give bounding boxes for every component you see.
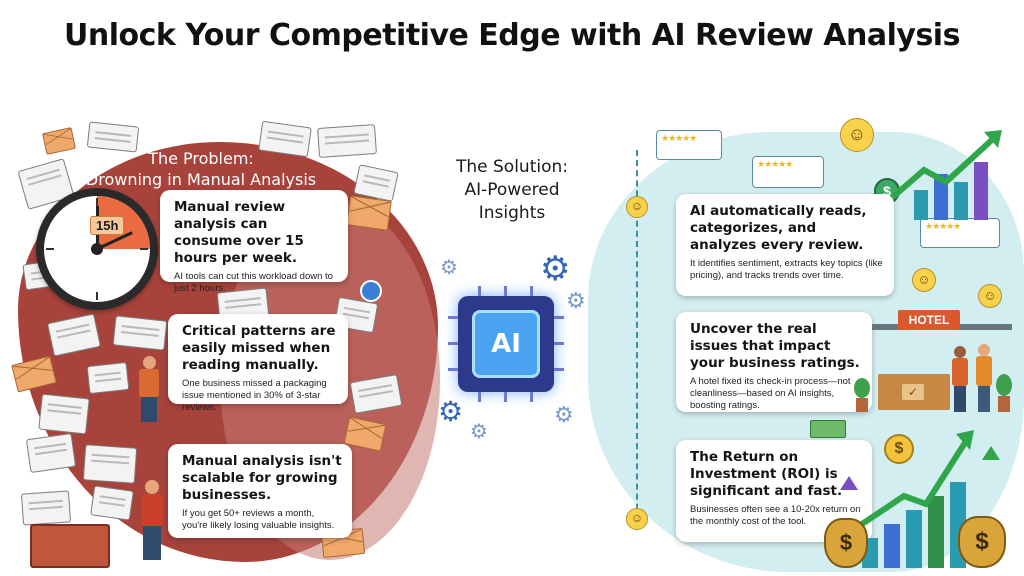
clock-center xyxy=(91,243,103,255)
hotel-sign: HOTEL xyxy=(898,310,960,330)
page-title: Unlock Your Competitive Edge with AI Rev… xyxy=(64,18,960,53)
problem-heading-line2: Drowning in Manual Analysis xyxy=(85,170,317,189)
money-bag-icon: $ xyxy=(824,518,868,568)
benefit-card-text: Businesses often see a 10-20x return on … xyxy=(690,504,861,527)
gear-icon: ⚙ xyxy=(438,396,464,427)
growth-arrow-icon xyxy=(860,430,974,527)
review-card: ★★★★★ xyxy=(920,218,1000,248)
chip-pin xyxy=(554,316,564,319)
smiley-icon: ☺ xyxy=(626,508,648,530)
problem-heading-line1: The Problem: xyxy=(148,149,254,168)
growth-arrow-icon xyxy=(892,130,1002,199)
chart-bar xyxy=(906,510,922,568)
chip-pin xyxy=(554,368,564,371)
bar-chart-icon xyxy=(914,150,1006,220)
gear-icon: ⚙ xyxy=(566,288,586,313)
chart-bar xyxy=(934,174,948,220)
review-card: ★★★★★ xyxy=(752,156,824,188)
chart-bar xyxy=(954,182,968,220)
checkmark-icon: ✓ xyxy=(902,384,924,400)
problem-card-heading: Manual review analysis can consume over … xyxy=(174,199,304,266)
person-icon xyxy=(974,344,994,412)
chip-pin xyxy=(504,392,507,402)
problem-card-3: Manual analysis isn't scalable for growi… xyxy=(168,444,352,538)
arrow-up-icon xyxy=(982,446,1000,460)
gear-icon: ⚙ xyxy=(470,421,488,443)
document-icon xyxy=(112,315,168,351)
document-icon xyxy=(25,432,77,474)
chip-pin xyxy=(448,316,458,319)
flow-path xyxy=(636,150,676,530)
benefit-card-text: A hotel fixed its check-in process—not c… xyxy=(690,376,851,411)
cash-icon xyxy=(810,420,846,438)
benefit-card-1: AI automatically reads, categorizes, and… xyxy=(676,194,894,296)
solution-heading-line2: AI-Powered xyxy=(464,180,560,200)
clock-tick xyxy=(96,198,98,206)
problem-card-text: AI tools can cut this workload down to j… xyxy=(174,271,333,294)
chip-pin xyxy=(478,286,481,296)
clock-tick xyxy=(140,248,148,250)
chip-pin xyxy=(554,342,564,345)
smiley-icon: ☺ xyxy=(840,118,874,152)
person-icon xyxy=(136,356,162,422)
problem-card-heading: Manual analysis isn't scalable for growi… xyxy=(182,453,342,503)
chip-pin xyxy=(448,368,458,371)
benefit-card-heading: AI automatically reads, categorizes, and… xyxy=(690,203,867,253)
problem-card-1: Manual review analysis can consume over … xyxy=(160,190,348,294)
ai-chip-label: AI xyxy=(472,310,540,378)
chip-pin xyxy=(530,286,533,296)
chip-pin xyxy=(530,392,533,402)
benefit-card-heading: The Return on Investment (ROI) is signif… xyxy=(690,449,843,499)
clock-label: 15h xyxy=(90,216,125,235)
envelope-icon xyxy=(346,195,392,231)
document-icon xyxy=(86,361,130,395)
solution-heading: The Solution: AI-Powered Insights xyxy=(432,156,592,225)
chip-pin xyxy=(448,342,458,345)
problem-card-heading: Critical patterns are easily missed when… xyxy=(182,323,336,373)
person-icon xyxy=(950,346,970,412)
chat-bubble-icon xyxy=(360,280,382,302)
clock-icon xyxy=(36,188,158,310)
chart-bar xyxy=(914,190,928,220)
chart-bar xyxy=(928,496,944,568)
chart-bar xyxy=(974,162,988,220)
solution-heading-line1: The Solution: xyxy=(455,157,568,177)
arrow-up-icon xyxy=(840,476,858,490)
smiley-icon: ☺ xyxy=(912,268,936,292)
document-icon xyxy=(38,393,90,435)
document-icon xyxy=(90,485,134,521)
star-rating: ★★★★★ xyxy=(925,221,961,231)
chart-bar xyxy=(884,524,900,568)
review-card: ★★★★★ xyxy=(656,130,722,160)
gear-icon: ⚙ xyxy=(540,250,571,288)
gear-icon: ⚙ xyxy=(554,402,574,427)
benefit-card-2: Uncover the real issues that impact your… xyxy=(676,312,872,412)
dollar-coin-icon: $ xyxy=(884,434,914,464)
solution-heading-line3: Insights xyxy=(478,203,546,223)
smiley-icon: ☺ xyxy=(626,196,648,218)
star-rating: ★★★★★ xyxy=(757,159,793,169)
clock-tick xyxy=(46,248,54,250)
chip-pin xyxy=(504,286,507,296)
benefit-card-heading: Uncover the real issues that impact your… xyxy=(690,321,860,371)
smiley-icon: ☺ xyxy=(978,284,1002,308)
document-icon xyxy=(82,444,138,484)
plant-icon xyxy=(994,374,1014,412)
problem-heading: The Problem: Drowning in Manual Analysis xyxy=(66,148,336,190)
problem-card-text: One business missed a packaging issue me… xyxy=(182,378,327,413)
document-icon xyxy=(20,490,72,526)
clock-tick xyxy=(96,292,98,300)
plant-icon xyxy=(852,378,872,412)
star-rating: ★★★★★ xyxy=(661,133,697,143)
person-icon xyxy=(138,480,166,560)
folder-icon xyxy=(30,524,110,568)
problem-card-text: If you get 50+ reviews a month, you're l… xyxy=(182,508,335,531)
problem-card-2: Critical patterns are easily missed when… xyxy=(168,314,348,413)
chip-pin xyxy=(478,392,481,402)
benefit-card-text: It identifies sentiment, extracts key to… xyxy=(690,258,883,281)
money-bag-icon: $ xyxy=(958,516,1006,568)
benefit-card-3: The Return on Investment (ROI) is signif… xyxy=(676,440,872,542)
ai-chip-icon: AI xyxy=(448,286,564,402)
gear-icon: ⚙ xyxy=(440,257,458,279)
